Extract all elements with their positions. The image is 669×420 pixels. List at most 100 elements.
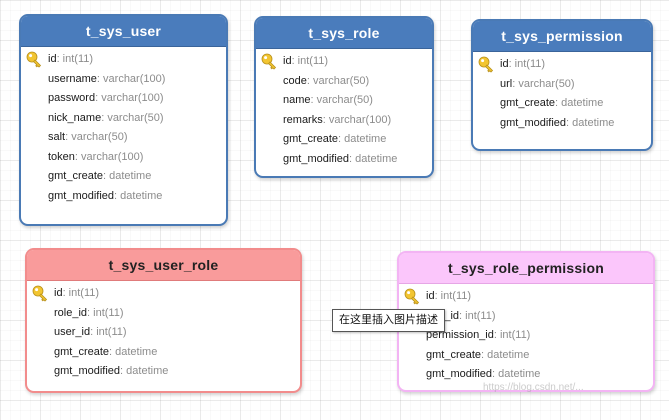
field-row[interactable]: id: int(11) [27,284,300,304]
field-row[interactable]: url: varchar(50) [473,75,651,95]
field-row[interactable]: name: varchar(50) [256,91,432,111]
field-row[interactable]: gmt_create: datetime [21,167,226,187]
field-list: id: int(11)username: varchar(100)passwor… [21,47,226,206]
field-row[interactable]: id: int(11) [399,287,653,307]
field-name: name [283,94,311,106]
primary-key-icon [26,51,42,68]
field-list: id: int(11)code: varchar(50)name: varcha… [256,49,432,169]
field-row[interactable]: username: varchar(100) [21,70,226,90]
field-type: : varchar(100) [322,113,392,126]
field-name: gmt_modified [54,365,121,377]
table-t-sys-user[interactable]: t_sys_user id: int(11)username: varchar(… [19,14,228,226]
field-name: password [48,92,96,104]
field-name: gmt_modified [48,189,115,202]
field-type: : datetime [338,133,387,145]
field-row[interactable]: gmt_modified: datetime [256,150,432,170]
field-type: : varchar(50) [512,77,575,90]
field-row[interactable]: gmt_modified: datetime [473,114,651,134]
primary-key-icon [404,288,420,305]
field-type: : int(11) [493,329,531,341]
primary-key-icon [478,56,494,73]
field-type: : datetime [492,368,541,380]
table-title: t_sys_user [21,16,226,47]
field-name: gmt_modified [426,368,493,380]
field-row[interactable]: code: varchar(50) [256,72,432,92]
field-row[interactable]: id: int(11) [473,55,651,75]
field-row[interactable]: salt: varchar(50) [21,128,226,148]
field-type: : int(11) [434,290,472,302]
field-type: : datetime [566,116,615,129]
table-t-sys-role[interactable]: t_sys_role id: int(11)code: varchar(50)n… [254,16,434,178]
field-row[interactable]: role_id: int(11) [27,304,300,324]
field-type: : datetime [349,152,398,165]
field-name: gmt_create [500,97,556,109]
field-row[interactable]: token: varchar(100) [21,148,226,168]
field-row[interactable]: gmt_create: datetime [399,346,653,366]
field-type: : varchar(100) [74,150,144,163]
field-type: : varchar(100) [95,92,164,104]
table-title: t_sys_role_permission [399,253,653,284]
field-type: : int(11) [459,309,496,322]
field-name: permission_id [426,329,494,341]
field-name: url [500,77,513,90]
field-type: : int(11) [87,306,124,319]
table-t-sys-permission[interactable]: t_sys_permission id: int(11)url: varchar… [471,19,653,151]
field-type: : datetime [109,345,158,358]
field-row[interactable]: id: int(11) [21,50,226,70]
field-type: : int(11) [291,55,329,67]
field-name: remarks [283,113,323,126]
field-name: gmt_create [54,345,110,358]
field-type: : datetime [555,97,604,109]
field-row[interactable]: gmt_create: datetime [473,94,651,114]
field-row[interactable]: gmt_create: datetime [27,343,300,363]
table-t-sys-user-role[interactable]: t_sys_user_role id: int(11)role_id: int(… [25,248,302,393]
primary-key-icon [32,285,48,302]
field-type: : datetime [481,348,530,361]
field-type: : varchar(50) [306,74,370,87]
field-name: id [426,290,435,302]
field-row[interactable]: gmt_modified: datetime [27,362,300,382]
field-type: : datetime [120,365,169,377]
field-row[interactable]: gmt_create: datetime [256,130,432,150]
field-list: id: int(11)url: varchar(50)gmt_create: d… [473,52,651,133]
field-name: id [48,53,57,65]
primary-key-icon [261,53,277,70]
field-name: id [283,55,292,67]
field-name: user_id [54,326,91,338]
field-name: role_id [54,306,88,319]
field-type: : datetime [103,170,152,182]
watermark: https://blog.csdn.net/... [483,382,584,393]
field-type: : varchar(50) [101,111,164,124]
table-title: t_sys_user_role [27,250,300,281]
field-row[interactable]: password: varchar(100) [21,89,226,109]
field-name: gmt_modified [283,152,350,165]
field-name: gmt_create [426,348,482,361]
field-type: : varchar(100) [96,72,166,85]
field-name: code [283,74,307,87]
field-type: : int(11) [56,53,94,65]
field-row[interactable]: gmt_modified: datetime [21,187,226,207]
field-row[interactable]: remarks: varchar(100) [256,111,432,131]
field-name: token [48,150,75,163]
image-caption-tooltip: 在这里插入图片描述 [332,309,445,332]
field-row[interactable]: user_id: int(11) [27,323,300,343]
field-type: : datetime [114,189,163,202]
field-name: gmt_create [48,170,104,182]
field-type: : int(11) [90,326,127,338]
field-name: nick_name [48,111,102,124]
field-row[interactable]: gmt_modified: datetime [399,365,653,385]
field-row[interactable]: nick_name: varchar(50) [21,109,226,129]
field-type: : int(11) [508,58,546,70]
field-list: id: int(11)role_id: int(11)user_id: int(… [27,281,300,382]
table-title: t_sys_role [256,18,432,49]
field-name: salt [48,131,66,143]
field-row[interactable]: id: int(11) [256,52,432,72]
table-title: t_sys_permission [473,21,651,52]
field-type: : varchar(50) [65,131,128,143]
field-name: gmt_create [283,133,339,145]
field-name: username [48,72,97,85]
field-type: : varchar(50) [310,94,373,106]
field-row[interactable]: permission_id: int(11) [399,326,653,346]
field-type: : int(11) [62,287,100,299]
field-name: gmt_modified [500,116,567,129]
